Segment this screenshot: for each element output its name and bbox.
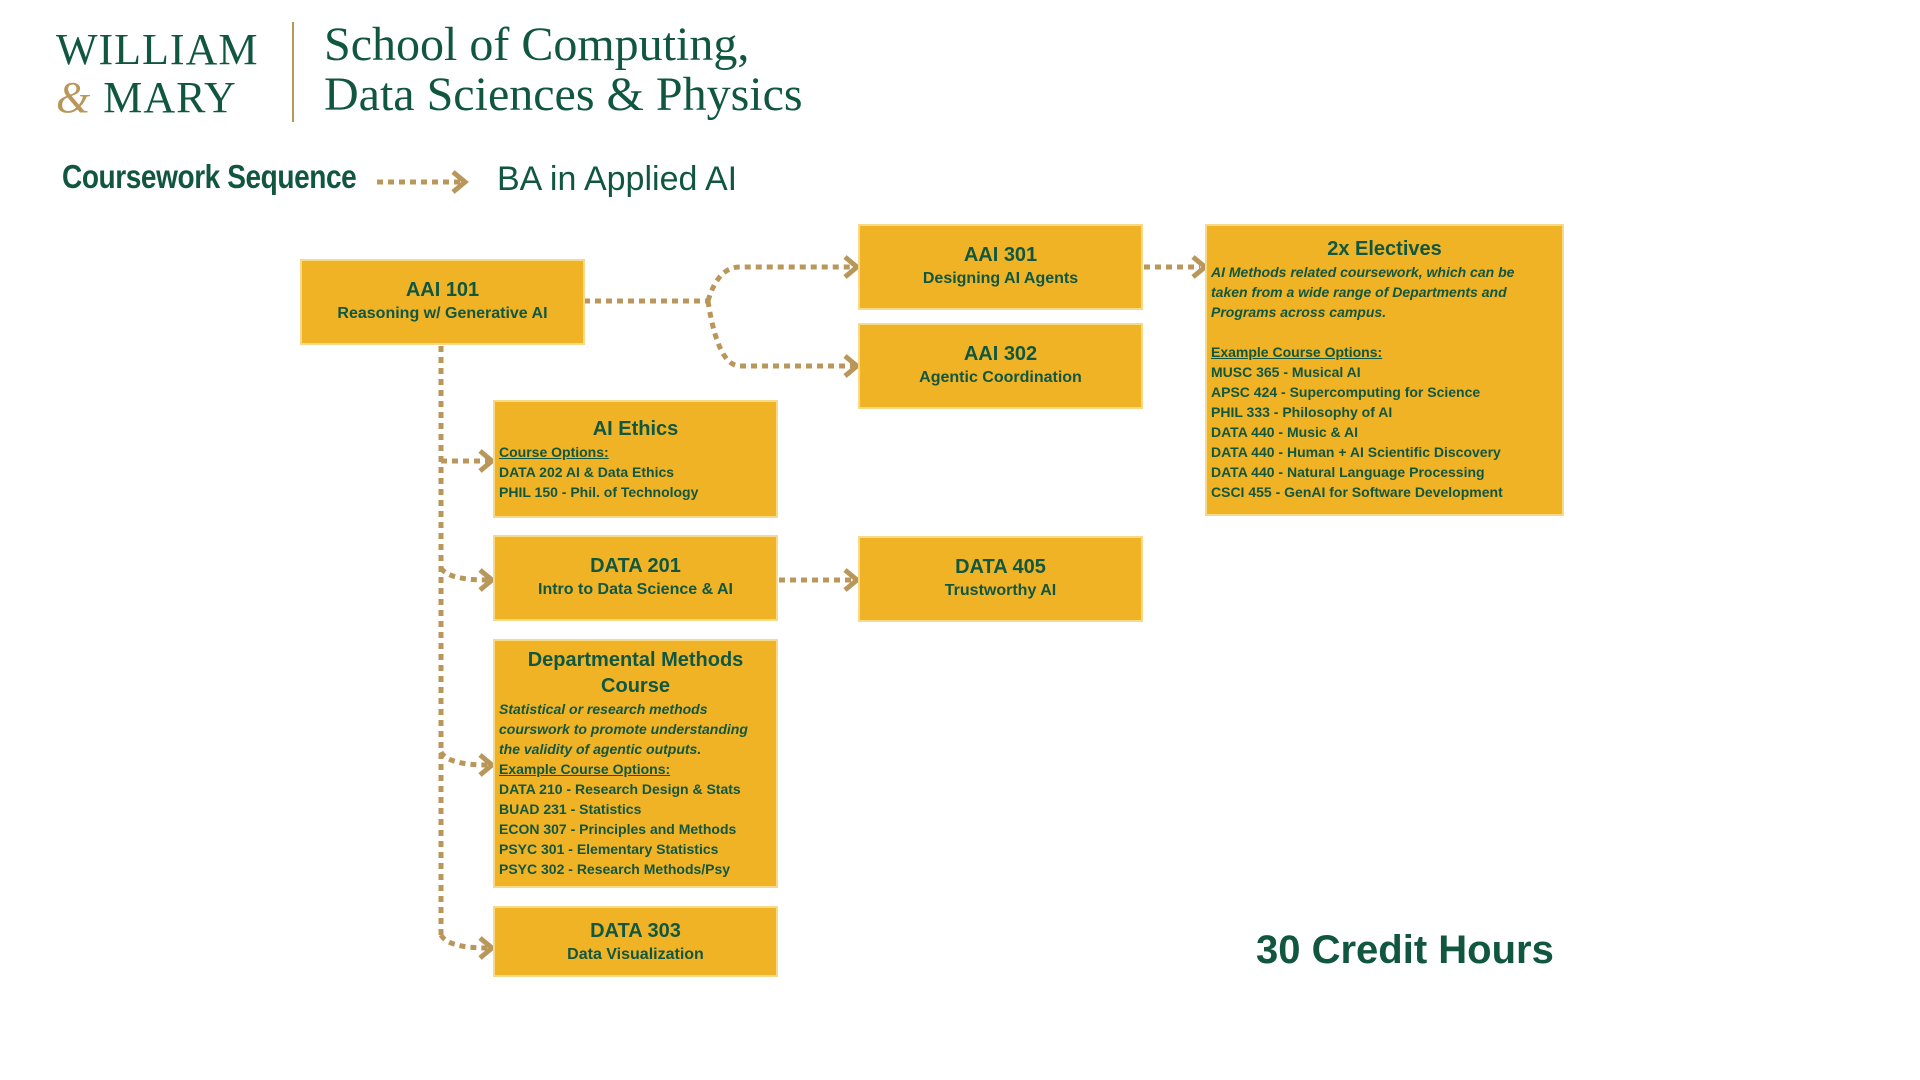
course-subtitle: Reasoning w/ Generative AI (337, 305, 548, 322)
logo-line-1: WILLIAM (56, 25, 259, 74)
methods-description-line: the validity of agentic outputs. (499, 741, 702, 757)
elective-option: APSC 424 - Supercomputing for Science (1211, 384, 1481, 400)
course-subtitle: Designing AI Agents (922, 270, 1079, 287)
electives-title: 2x Electives (1327, 238, 1442, 260)
course-title: AI Ethics (592, 418, 679, 440)
elective-option: DATA 440 - Natural Language Processing (1211, 464, 1485, 480)
elective-option: DATA 440 - Music & AI (1211, 424, 1359, 440)
course-subtitle: Agentic Coordination (919, 369, 1082, 386)
school-line-1: School of Computing, (324, 18, 750, 71)
program-title: BA in Applied AI (497, 160, 738, 198)
course-title: AAI 301 (963, 244, 1038, 266)
ethics-option: DATA 202 AI & Data Ethics (499, 464, 675, 480)
course-title: AAI 302 (963, 343, 1038, 365)
methods-option: DATA 210 - Research Design & Stats (499, 781, 741, 797)
wm-logo: WILLIAM & MARY (56, 26, 259, 122)
methods-title-line-1: Departmental Methods (527, 649, 744, 671)
methods-option: BUAD 231 - Statistics (499, 801, 642, 817)
course-box-aai302: AAI 302 Agentic Coordination (858, 323, 1143, 409)
course-subtitle: Intro to Data Science & AI (538, 581, 733, 598)
methods-option: PSYC 302 - Research Methods/Psy (499, 861, 731, 877)
course-box-data405: DATA 405 Trustworthy AI (858, 536, 1143, 622)
elective-option: MUSC 365 - Musical AI (1211, 364, 1361, 380)
school-name: School of Computing, Data Sciences & Phy… (324, 20, 803, 120)
methods-option: PSYC 301 - Elementary Statistics (499, 841, 719, 857)
methods-options-label: Example Course Options: (499, 761, 671, 777)
course-title: DATA 201 (590, 555, 681, 577)
course-box-ai-ethics: AI Ethics Course Options: DATA 202 AI & … (493, 400, 778, 518)
electives-options-label: Example Course Options: (1211, 344, 1383, 360)
electives-description-line: AI Methods related coursework, which can… (1211, 264, 1515, 280)
course-box-aai101: AAI 101 Reasoning w/ Generative AI (300, 259, 585, 345)
school-line-2: Data Sciences & Physics (324, 68, 803, 121)
logo-ampersand: & (56, 73, 92, 122)
course-title: DATA 303 (590, 920, 681, 942)
course-box-electives: 2x Electives AI Methods related coursewo… (1205, 224, 1564, 516)
course-box-aai301: AAI 301 Designing AI Agents (858, 224, 1143, 310)
ethics-options-label: Course Options: (499, 444, 609, 460)
logo-line-2: MARY (103, 73, 237, 122)
electives-description-line: taken from a wide range of Departments a… (1211, 284, 1507, 300)
methods-description-line: Statistical or research methods (499, 701, 708, 717)
elective-option: PHIL 333 - Philosophy of AI (1211, 404, 1393, 420)
methods-option: ECON 307 - Principles and Methods (499, 821, 737, 837)
course-title: DATA 405 (955, 556, 1046, 578)
course-title: AAI 101 (405, 279, 480, 301)
electives-description-line: Programs across campus. (1211, 304, 1387, 320)
credit-hours: 30 Credit Hours (1256, 928, 1554, 972)
elective-option: CSCI 455 - GenAI for Software Developmen… (1211, 484, 1503, 500)
header-divider (292, 22, 294, 122)
course-subtitle: Trustworthy AI (944, 582, 1057, 599)
sequence-arrow-icon (377, 170, 469, 194)
course-subtitle: Data Visualization (567, 946, 704, 963)
course-box-data201: DATA 201 Intro to Data Science & AI (493, 535, 778, 621)
course-box-methods: Departmental Methods Course Statistical … (493, 639, 778, 888)
sequence-label: Coursework Sequence (62, 158, 357, 195)
methods-description-line: courswork to promote understanding (499, 721, 748, 737)
methods-title-line-2: Course (601, 675, 670, 697)
elective-option: DATA 440 - Human + AI Scientific Discove… (1211, 444, 1501, 460)
ethics-option: PHIL 150 - Phil. of Technology (499, 484, 699, 500)
course-box-data303: DATA 303 Data Visualization (493, 906, 778, 977)
